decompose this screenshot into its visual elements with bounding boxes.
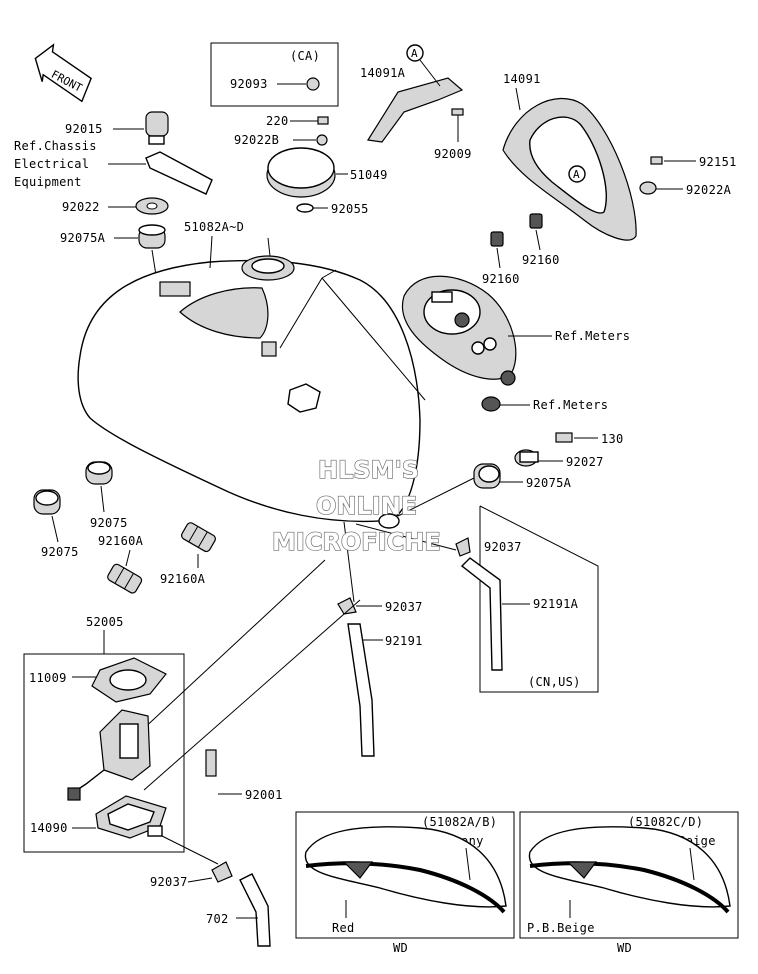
ref-meters-label-2: Ref.Meters	[533, 398, 608, 412]
svg-text:A: A	[411, 47, 418, 60]
part-130-label: 130	[601, 432, 624, 446]
part-92001-label: 92001	[245, 788, 283, 802]
ground-bracket	[145, 151, 213, 195]
variant-box-a: (51082A/B) Ebony Red	[295, 811, 515, 939]
part-92027-label: 92027	[566, 455, 604, 469]
part-92022B-label: 92022B	[234, 133, 279, 147]
part-130	[555, 432, 573, 443]
part-92160A-b-label: 92160A	[160, 572, 206, 586]
part-92022A-label: 92022A	[686, 183, 732, 197]
part-92160A-a-label: 92160A	[98, 534, 144, 548]
watermark-line3: MICROFICHE	[272, 528, 441, 556]
part-92009	[451, 108, 464, 116]
variant-a-footer: WD	[393, 941, 408, 955]
part-52005-label: 52005	[86, 615, 124, 629]
part-92015-label: 92015	[65, 122, 103, 136]
ca-box-label: (CA)	[290, 49, 320, 63]
watermark-line1: HLSM'S	[318, 456, 419, 484]
variant-a-color-bottom: Red	[332, 921, 355, 935]
part-14091-cover	[502, 98, 637, 241]
part-92191-label: 92191	[385, 634, 423, 648]
variant-b-footer: WD	[617, 941, 632, 955]
fuel-pump-unit	[67, 709, 151, 801]
part-92075-a	[85, 461, 113, 485]
part-92075-b-label: 92075	[90, 516, 128, 530]
meter-grommet	[481, 396, 501, 412]
part-92093	[306, 77, 320, 91]
part-51049-cap	[266, 147, 336, 198]
part-11009-gasket	[91, 657, 167, 703]
variant-box-b: (51082C/D) P.L.Beige P.B.Beige	[519, 811, 739, 939]
part-702-label: 702	[206, 912, 229, 926]
ca-box	[210, 42, 339, 107]
part-92037-right-label: 92037	[484, 540, 522, 554]
watermark-line2: ONLINE	[316, 492, 417, 520]
part-92022-label: 92022	[62, 200, 100, 214]
variant-a-code: (51082A/B)	[422, 815, 497, 829]
part-92037-bottom	[211, 861, 233, 883]
part-92075A-top-label: 92075A	[60, 231, 106, 245]
part-92009-label: 92009	[434, 147, 472, 161]
cn-us-box	[479, 505, 599, 693]
part-92037-right	[455, 537, 471, 557]
part-14090-label: 14090	[30, 821, 68, 835]
callout-a-top	[406, 44, 424, 62]
part-92037-bottom-label: 92037	[150, 875, 188, 889]
ref-chassis-line1: Ref.Chassis	[14, 139, 97, 153]
tank-fitting	[378, 513, 400, 529]
part-220-label: 220	[266, 114, 289, 128]
part-14091-label: 14091	[503, 72, 541, 86]
part-92055-label: 92055	[331, 202, 369, 216]
watermark: HLSM'S ONLINE MICROFICHE	[271, 455, 441, 556]
fuel-pump-box	[23, 653, 185, 853]
part-14091A	[367, 77, 464, 143]
part-92160-right-label: 92160	[522, 253, 560, 267]
meter-assembly	[401, 275, 517, 386]
part-92055	[296, 203, 314, 213]
part-92191A-label: 92191A	[533, 597, 579, 611]
variant-b-color-bottom: P.B.Beige	[527, 921, 595, 935]
part-92075-b	[33, 489, 61, 515]
part-92093-label: 92093	[230, 77, 268, 91]
part-92022B	[316, 134, 328, 146]
part-11009-label: 11009	[29, 671, 67, 685]
fuel-tank	[77, 255, 421, 523]
ref-chassis-line3: Equipment	[14, 175, 82, 189]
part-92015	[145, 111, 169, 145]
part-14090-tray	[95, 795, 167, 839]
part-92022A	[639, 181, 657, 195]
part-702-hose	[239, 873, 271, 947]
part-51049-label: 51049	[350, 168, 388, 182]
part-92160-right	[529, 213, 543, 229]
part-92075A-right-label: 92075A	[526, 476, 572, 490]
callout-a-cover	[568, 165, 586, 183]
variant-b-code: (51082C/D)	[628, 815, 703, 829]
part-92075A-right	[473, 463, 501, 489]
part-14091A-label: 14091A	[360, 66, 406, 80]
svg-text:A: A	[573, 168, 580, 181]
ref-meters-label-1: Ref.Meters	[555, 329, 630, 343]
part-92075-a-label: 92075	[41, 545, 79, 559]
part-92191-hose	[347, 623, 375, 757]
part-92160-left	[490, 231, 504, 247]
part-220	[317, 116, 329, 125]
ref-chassis-line2: Electrical	[14, 157, 89, 171]
part-92151-label: 92151	[699, 155, 737, 169]
cn-us-box-label: (CN,US)	[528, 675, 581, 689]
part-92001	[205, 749, 217, 777]
part-92151	[650, 156, 663, 165]
part-92037-mid-label: 92037	[385, 600, 423, 614]
part-92037-mid	[337, 597, 357, 615]
part-92160A-b	[107, 563, 143, 594]
part-92191A-hose	[460, 557, 503, 671]
part-92160-left-label: 92160	[482, 272, 520, 286]
part-92160A-a	[181, 522, 216, 553]
front-arrow: FRONT	[34, 43, 92, 103]
part-51082-label: 51082A~D	[184, 220, 244, 234]
part-92075A-top	[138, 224, 166, 249]
part-92027	[514, 449, 539, 467]
